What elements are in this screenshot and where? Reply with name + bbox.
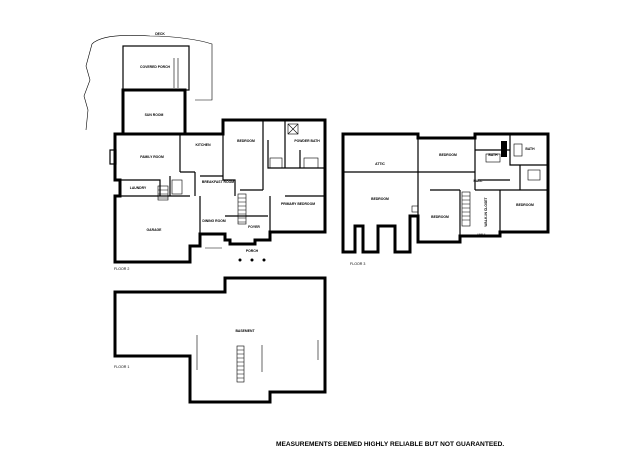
floor-3-plan: ATTIC BEDROOM BATH BATH BEDROOM BEDROOM … — [341, 132, 550, 266]
label-bath-a: BATH — [488, 153, 498, 157]
label-bath-b: BATH — [525, 147, 535, 151]
label-deck: DECK — [155, 32, 165, 36]
porch-column-1 — [238, 258, 242, 262]
floor-2-label: FLOOR 2 — [114, 267, 129, 271]
label-sun-room: SUN ROOM — [145, 113, 164, 117]
floor-1-exterior-walls — [113, 276, 327, 404]
floor-1-plan: BASEMENT FLOOR 1 — [113, 276, 327, 404]
bath-fixture-b — [527, 169, 541, 181]
label-attic: ATTIC — [375, 162, 385, 166]
label-family-room: FAMILY ROOM — [140, 155, 164, 159]
label-bedroom: BEDROOM — [237, 139, 255, 143]
bath-fixture-c — [513, 143, 523, 157]
floor-3-label: FLOOR 3 — [350, 262, 365, 266]
label-powder-bath: POWDER BATH — [294, 139, 320, 143]
floor-3-hatch — [411, 205, 419, 213]
label-bedroom-a: BEDROOM — [439, 153, 457, 157]
label-dining-room: DINING ROOM — [202, 219, 226, 223]
porch-column-3 — [262, 258, 266, 262]
label-kitchen: KITCHEN — [195, 143, 211, 147]
closet-box-b — [303, 157, 319, 169]
floor-3-interior-walls — [343, 134, 548, 236]
label-basement: BASEMENT — [235, 329, 255, 333]
closet-box-a — [269, 157, 283, 169]
floor-2-plan: DECK COVERED PORCH SUN ROOM BEDROOM POWD… — [83, 32, 327, 271]
deck-outline — [91, 34, 213, 101]
powder-bath-fixture — [287, 123, 299, 135]
powder-bath-fixture-x2 — [287, 123, 299, 135]
floor-1-label: FLOOR 1 — [114, 365, 129, 369]
label-hall-lower: HALL — [477, 233, 486, 237]
label-breakfast-room: BREAKFAST ROOM — [202, 180, 234, 184]
porch-column-2 — [250, 258, 254, 262]
label-laundry: LAUNDRY — [130, 186, 147, 190]
label-hall: HALL — [473, 179, 482, 183]
label-primary-bedroom: PRIMARY BEDROOM — [281, 202, 315, 206]
label-bedroom-c: BEDROOM — [431, 215, 449, 219]
laundry-box — [171, 179, 183, 195]
floor-2-interior-walls — [115, 120, 325, 234]
chimney-block — [501, 141, 507, 157]
sun-room-walls — [121, 88, 187, 136]
label-garage: GARAGE — [147, 228, 163, 232]
label-walk-in-closet: WALK-IN CLOSET — [484, 196, 488, 226]
floor-2-stairs — [157, 185, 247, 225]
label-bedroom-d: BEDROOM — [516, 203, 534, 207]
label-bedroom-b: BEDROOM — [371, 197, 389, 201]
measurement-disclaimer: MEASUREMENTS DEEMED HIGHLY RELIABLE BUT … — [276, 441, 504, 448]
label-covered-porch: COVERED PORCH — [140, 65, 171, 69]
bath-fixture-a — [485, 153, 501, 163]
floor-3-stairs — [461, 191, 471, 227]
floor-3-exterior-walls — [341, 132, 550, 254]
fireplace — [109, 149, 117, 165]
label-porch: PORCH — [246, 249, 259, 253]
label-foyer: FOYER — [248, 225, 260, 229]
floor-1-stairs — [236, 345, 245, 383]
deck-left-edge — [83, 43, 93, 131]
